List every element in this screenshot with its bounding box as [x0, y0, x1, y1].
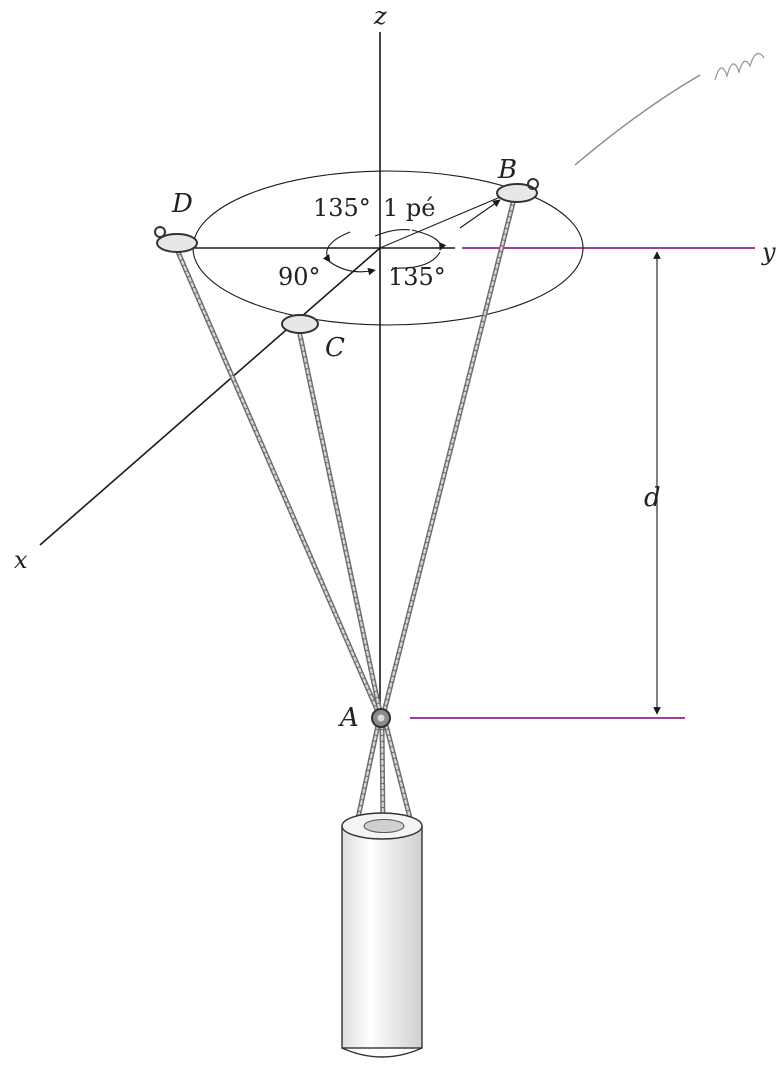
axis-z-label: z [373, 2, 387, 30]
point-d-label: D [171, 189, 193, 219]
angle-arc-bottom [329, 261, 376, 276]
chain-ab [381, 192, 518, 715]
chain-ad [172, 242, 381, 715]
point-c-label: C [325, 333, 345, 363]
pipe-cylinder [341, 812, 423, 1058]
distance-d-label: d [644, 483, 661, 513]
ring-b [496, 178, 539, 203]
radius-arrow [459, 199, 501, 229]
ring-d [154, 226, 198, 253]
ring-a [371, 708, 391, 728]
angle-arc-top [374, 229, 411, 237]
point-a-label: A [338, 703, 359, 733]
chain-ac [297, 332, 383, 715]
point-b-label: B [497, 155, 517, 185]
angle-135-bottom-label: 135° [388, 263, 446, 291]
axis-x-label: x [14, 546, 28, 574]
angle-arc-bottom-right [391, 251, 441, 269]
angle-arc-right [411, 229, 447, 251]
angle-135-top-label: 135° [313, 194, 371, 222]
angle-arc-left [322, 231, 351, 263]
radius-line [379, 194, 506, 249]
x-axis-line [39, 247, 381, 546]
pen-mark [574, 52, 765, 166]
ring-c [281, 314, 319, 334]
axis-y-label: y [761, 238, 776, 266]
angle-90-label: 90° [278, 263, 321, 291]
radius-label: 1 pé [383, 194, 435, 222]
